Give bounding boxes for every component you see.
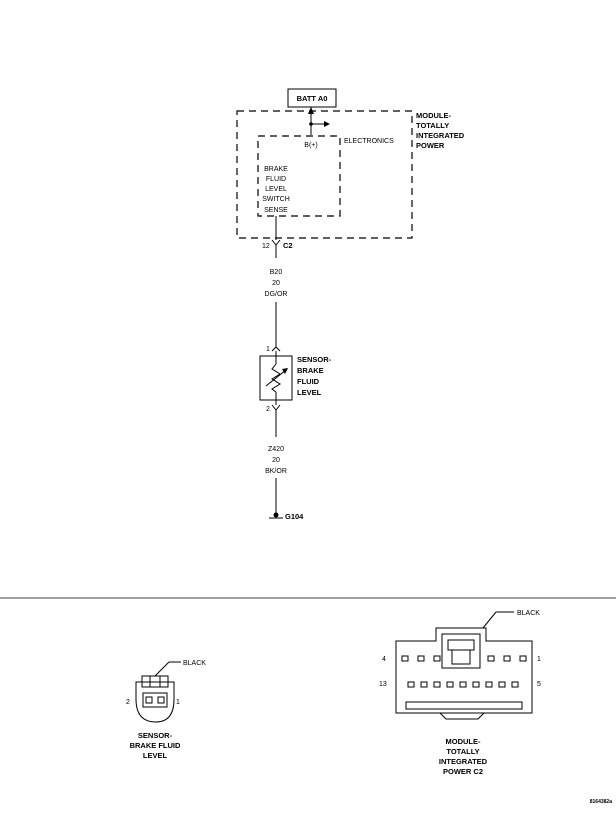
sense-label-1: BRAKE	[264, 166, 288, 173]
variable-arrow-icon	[265, 369, 287, 387]
module-caption-2: TOTALLY	[446, 747, 479, 756]
module-cavity-top-4	[487, 655, 495, 662]
module-caption-1: MODULE-	[446, 737, 481, 746]
module-caption-4: POWER C2	[443, 767, 483, 776]
module-cavity-top-1	[401, 655, 409, 662]
module-view-pin-13: 13	[379, 681, 387, 688]
module-cavity-bottom-3	[433, 681, 441, 688]
module-cavity-bottom-4	[446, 681, 454, 688]
c2-label: C2	[283, 241, 293, 250]
module-outline	[236, 110, 413, 239]
sensor-connector-view: BLACK 2 1 SENSOR- BRAKE FLUID LEVEL	[126, 660, 206, 760]
module-cavity-top-5	[503, 655, 511, 662]
sensor-connector-body	[135, 681, 175, 723]
bplus-label: B(+)	[304, 142, 317, 149]
module-cavity-top-6	[519, 655, 527, 662]
module-connector-body	[395, 627, 533, 714]
module-block: BATT A0 B(+) ELECTRONICS BRAKE FLUID LEV…	[236, 88, 465, 239]
module-view-pin-4: 4	[382, 656, 386, 663]
module-connector-view: BLACK 4 1 13 5 MODULE- TOTALLY INTEGRATE…	[379, 610, 541, 776]
sensor-caption-2: BRAKE FLUID	[130, 741, 181, 750]
module-cavity-bottom-8	[498, 681, 506, 688]
electronics-label: ELECTRONICS	[344, 138, 394, 145]
sense-label-5: SENSE	[264, 207, 288, 214]
module-title-2: TOTALLY	[416, 121, 449, 130]
c2-pin-12: 12	[262, 243, 270, 250]
electronics-outline	[257, 135, 341, 217]
sensor-cavity-1	[157, 696, 165, 704]
module-title-1: MODULE-	[416, 111, 451, 120]
module-cavities	[401, 655, 527, 688]
sensor-cavity-2	[145, 696, 153, 704]
sensor-caption-1: SENSOR-	[138, 731, 173, 740]
module-cavity-bottom-6	[472, 681, 480, 688]
sensor-title-4: LEVEL	[297, 388, 322, 397]
module-cavity-bottom-2	[420, 681, 428, 688]
module-caption-3: INTEGRATED	[439, 757, 488, 766]
sense-label-4: SWITCH	[262, 196, 290, 203]
module-title-4: POWER	[416, 141, 445, 150]
module-cavity-bottom-1	[407, 681, 415, 688]
sensor-caption-3: LEVEL	[143, 751, 168, 760]
signal-circuit: 12 C2 B20 20 DG/OR 1 SENSOR- BRAKE FLUID…	[259, 216, 332, 521]
sense-label-2: FLUID	[266, 176, 286, 183]
sensor-view-pin-1: 1	[176, 699, 180, 706]
variable-resistor-icon	[271, 363, 281, 393]
sense-label-3: LEVEL	[265, 186, 287, 193]
ground-icon	[273, 512, 279, 518]
sensor-view-pin-2: 2	[126, 699, 130, 706]
wire2-gauge: 20	[272, 457, 280, 464]
connector-c2-icon	[271, 239, 281, 246]
sensor-connector-color: BLACK	[183, 660, 206, 667]
sensor-pin-1: 1	[266, 346, 270, 353]
module-cavity-top-3	[433, 655, 441, 662]
ground-label: G104	[285, 512, 304, 521]
wire1-circuit: B20	[270, 269, 283, 276]
batt-a0-label: BATT A0	[297, 94, 328, 103]
wire1-color: DG/OR	[265, 291, 288, 298]
figure-id: 8164382a	[590, 799, 612, 805]
arrow-icon	[324, 121, 330, 127]
module-cavity-top-2	[417, 655, 425, 662]
module-connector-color: BLACK	[517, 610, 540, 617]
module-cavity-bottom-5	[459, 681, 467, 688]
module-cavity-bottom-7	[485, 681, 493, 688]
wire1-gauge: 20	[272, 280, 280, 287]
sensor-title-3: FLUID	[297, 377, 320, 386]
sensor-title-1: SENSOR-	[297, 355, 332, 364]
sensor-title-2: BRAKE	[297, 366, 324, 375]
wire2-circuit: Z420	[268, 446, 284, 453]
module-view-pin-5: 5	[537, 681, 541, 688]
module-view-pin-1: 1	[537, 656, 541, 663]
module-title-3: INTEGRATED	[416, 131, 465, 140]
wire2-color: BK/OR	[265, 468, 287, 475]
module-cavity-bottom-9	[511, 681, 519, 688]
module-connector-latch	[441, 633, 481, 669]
sensor-pin-2: 2	[266, 406, 270, 413]
batt-a0-box	[287, 88, 337, 108]
